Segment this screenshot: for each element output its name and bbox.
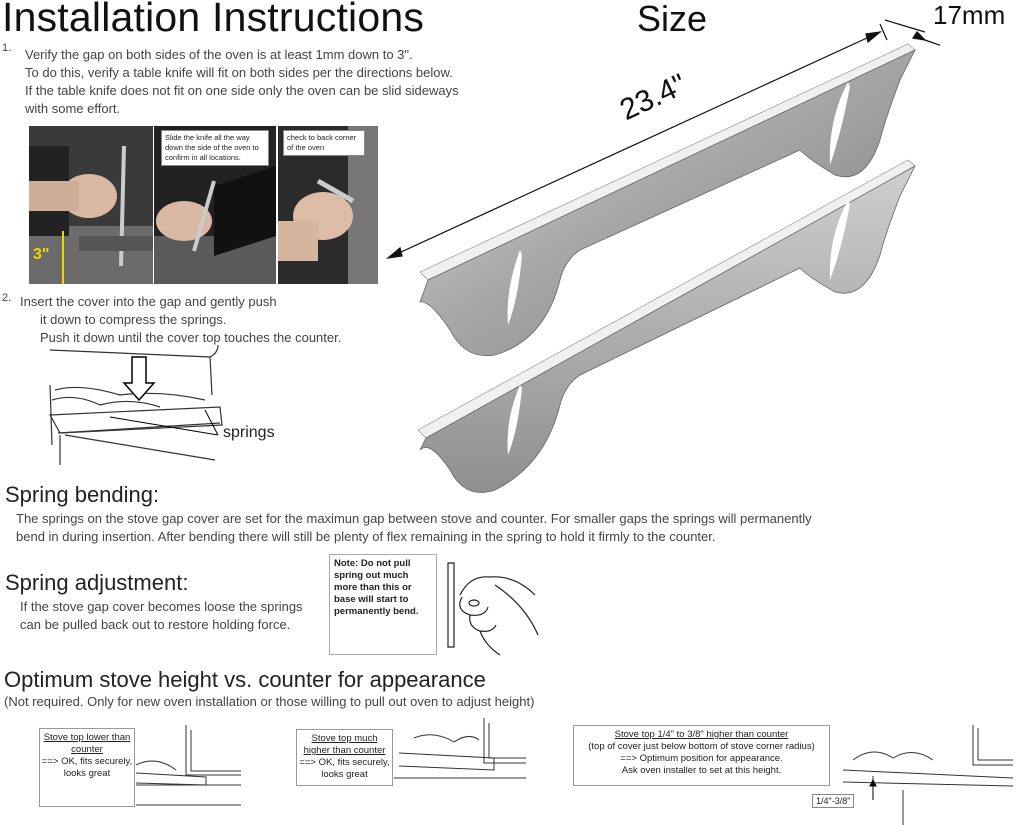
panel-body: ==> Optimum position for appearance. xyxy=(620,753,783,764)
cover-piece-bottom xyxy=(417,159,916,493)
cover-piece-top xyxy=(419,43,916,357)
step-2-line: it down to compress the springs. xyxy=(40,312,227,327)
stove-gap-cover-illustration xyxy=(385,19,940,493)
spring-bending-text: The springs on the stove gap cover are s… xyxy=(16,510,896,546)
diagram-lower-stove xyxy=(136,725,241,806)
step-2-line: Push it down until the cover top touches… xyxy=(40,330,342,345)
diagram-higher-stove xyxy=(394,718,526,779)
panel-title: Stove top 1/4" to 3/8" higher than count… xyxy=(614,729,789,740)
panel-body: (top of cover just below bottom of stove… xyxy=(588,741,815,752)
page-title: Installation Instructions xyxy=(2,0,425,40)
spring-bending-line: bend in during insertion. After bending … xyxy=(16,529,716,544)
photo-knife-gap: 3" xyxy=(29,126,153,284)
panel-body: Ask oven installer to set at this height… xyxy=(621,765,782,776)
gap-3in-label: 3" xyxy=(33,246,50,263)
panel-higher-stove: Stove top much higher than counter ==> O… xyxy=(296,729,393,786)
callout-check-corner: check to back corner of the oven xyxy=(283,130,365,156)
callout-slide-knife: Slide the knife all the way down the sid… xyxy=(161,130,269,166)
spring-bending-heading: Spring bending: xyxy=(5,482,160,507)
insertion-diagram xyxy=(49,345,223,465)
size-title: Size xyxy=(637,0,708,39)
panel-body: ==> OK, fits securely, looks great xyxy=(299,757,390,780)
optimum-subheading: (Not required. Only for new oven install… xyxy=(4,694,535,709)
diagram-optimum-stove xyxy=(843,725,1013,825)
step-1-line: If the table knife does not fit on one s… xyxy=(25,83,459,98)
step-1-line: with some effort. xyxy=(25,101,121,116)
step-1-line: Verify the gap on both sides of the oven… xyxy=(25,47,413,62)
step-2-line: Insert the cover into the gap and gently… xyxy=(20,294,277,309)
step-1-line: To do this, verify a table knife will fi… xyxy=(25,65,453,80)
spring-pull-note: Note: Do not pull spring out much more t… xyxy=(329,554,437,655)
width-dimension: 17mm xyxy=(933,0,1006,30)
hand-pulling-spring-drawing xyxy=(447,562,539,656)
panel-lower-stove: Stove top lower than counter ==> OK, fit… xyxy=(39,728,135,807)
step-1-text: Verify the gap on both sides of the oven… xyxy=(25,46,495,118)
spring-adjustment-text: If the stove gap cover becomes loose the… xyxy=(20,598,330,634)
optimum-heading: Optimum stove height vs. counter for app… xyxy=(4,667,486,692)
step-2-text: Insert the cover into the gap and gently… xyxy=(20,293,400,347)
step-1-number: 1. xyxy=(2,42,12,54)
spring-adjustment-line: If the stove gap cover becomes loose the… xyxy=(20,599,303,614)
spring-bending-line: The springs on the stove gap cover are s… xyxy=(16,511,812,526)
spring-adjustment-heading: Spring adjustment: xyxy=(5,570,189,595)
springs-label: springs xyxy=(223,424,275,441)
length-dimension-line xyxy=(385,23,888,259)
optimum-dimension-label: 1/4"-3/8" xyxy=(812,794,855,808)
spring-adjustment-line: can be pulled back out to restore holdin… xyxy=(20,617,291,632)
panel-title: Stove top lower than counter xyxy=(43,732,131,755)
step-2-number: 2. xyxy=(2,292,12,304)
panel-body: ==> OK, fits securely, looks great xyxy=(41,756,133,779)
panel-optimum-stove: Stove top 1/4" to 3/8" higher than count… xyxy=(573,725,830,786)
photo-knife-gap-drawing xyxy=(29,126,153,284)
panel-title: Stove top much higher than counter xyxy=(303,733,386,756)
width-dimension-lines xyxy=(884,19,940,46)
